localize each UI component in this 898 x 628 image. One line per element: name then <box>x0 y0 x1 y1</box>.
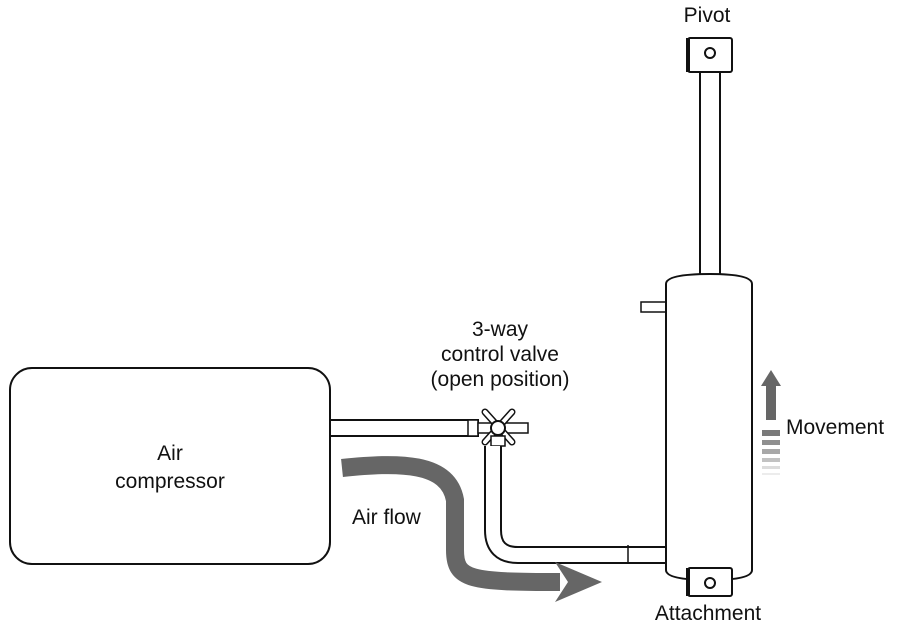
valve-label-line1: 3-way <box>472 318 529 341</box>
compressor-outlet-pipe <box>329 419 479 437</box>
pivot-label: Pivot <box>684 4 731 27</box>
valve-label-line2: control valve <box>441 343 559 366</box>
air-flow-label: Air flow <box>352 506 422 529</box>
movement-label: Movement <box>786 416 884 439</box>
compressor-label-line1: Air <box>157 442 183 465</box>
valve-to-cylinder-pipe <box>484 446 668 564</box>
pivot-mount <box>686 37 733 73</box>
air-compressor: Air compressor <box>9 367 331 565</box>
attachment-label: Attachment <box>655 602 761 625</box>
attachment-mount <box>686 567 733 597</box>
valve-label-line3: (open position) <box>431 368 570 391</box>
pneumatic-cylinder <box>640 37 753 597</box>
air-flow-arrow <box>341 456 602 602</box>
three-way-valve <box>477 408 529 447</box>
compressor-label-line2: compressor <box>115 470 225 493</box>
movement-arrow <box>761 370 781 475</box>
